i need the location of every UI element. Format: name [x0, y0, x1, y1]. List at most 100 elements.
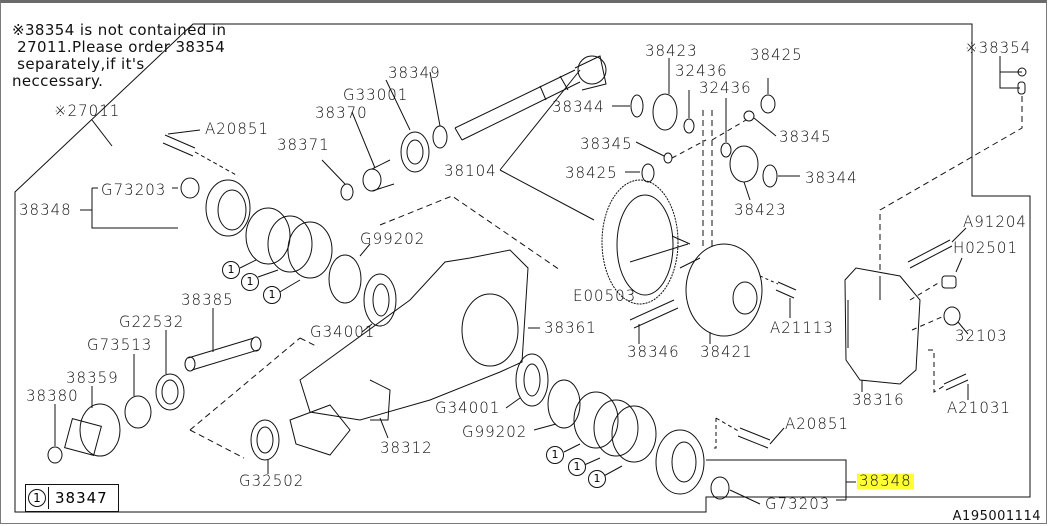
pinion-shaft: [454, 55, 607, 141]
label-g33001[interactable]: G33001: [343, 85, 409, 105]
label-38349[interactable]: 38349: [388, 63, 441, 83]
label-g73203-top[interactable]: G73203: [101, 180, 167, 200]
label-38370[interactable]: 38370: [315, 103, 368, 123]
label-38316[interactable]: 38316: [852, 390, 905, 410]
label-38385[interactable]: 38385: [181, 290, 234, 310]
part-a21113-bolt: [775, 281, 797, 299]
part-38371: [340, 183, 354, 201]
assembly-27011-outline: [14, 23, 1031, 513]
label-g32502[interactable]: G32502: [239, 471, 305, 491]
part-32436-b: [720, 142, 732, 158]
part-38423-gear-a: [652, 93, 678, 131]
part-g34001-top: [363, 273, 397, 327]
label-38312[interactable]: 38312: [380, 438, 433, 458]
callout-1: 1: [222, 261, 240, 279]
part-38359-flange: [79, 403, 121, 457]
label-38423-bottom[interactable]: 38423: [734, 200, 787, 220]
label-38344-left[interactable]: 38344: [552, 97, 605, 117]
part-38421-differential: [685, 243, 763, 337]
part-38346-shaft: [629, 299, 679, 329]
part-38385-tube: [187, 337, 259, 371]
label-38361[interactable]: 38361: [544, 318, 597, 338]
callout-1: 1: [263, 286, 281, 304]
part-32436-a: [683, 118, 695, 134]
leader-38348-left: [80, 187, 178, 229]
part-g32502: [250, 419, 280, 461]
part-38425-a: [760, 94, 776, 114]
part-g73203-right: [710, 476, 730, 500]
label-g22532[interactable]: G22532: [119, 312, 185, 332]
diagram-reference-code: A195001114: [952, 509, 1041, 524]
part-38344-a: [630, 94, 644, 118]
label-g34001-top[interactable]: G34001: [310, 322, 376, 342]
label-38345-right[interactable]: 38345: [779, 127, 832, 147]
label-38344-right[interactable]: 38344: [805, 168, 858, 188]
label-38359[interactable]: 38359: [66, 368, 119, 388]
label-g99202-bottom[interactable]: G99202: [462, 422, 528, 442]
label-g73203-bottom[interactable]: G73203: [765, 494, 831, 514]
label-a21113[interactable]: A21113: [770, 318, 834, 338]
label-g73513[interactable]: G73513: [87, 335, 153, 355]
part-38345-a: [663, 152, 673, 164]
gasket-1b: [267, 215, 313, 273]
label-g34001-bottom[interactable]: G34001: [435, 398, 501, 418]
label-32103[interactable]: 32103: [955, 326, 1008, 346]
part-38349: [432, 125, 448, 149]
part-g73203-left: [180, 177, 200, 199]
label-a91204[interactable]: A91204: [963, 212, 1027, 232]
leader-38104: [499, 69, 595, 221]
part-a91204-stud: [907, 239, 953, 269]
part-g22532: [155, 373, 185, 411]
callout-1: 1: [588, 470, 606, 488]
part-38370: [362, 168, 382, 192]
part-32103-plug: [943, 306, 961, 326]
part-38344-b: [762, 164, 778, 188]
label-38348-left[interactable]: 38348: [19, 200, 72, 220]
legend-part-number[interactable]: 38347: [55, 489, 108, 507]
label-38425-top[interactable]: 38425: [750, 45, 803, 65]
ordering-note: ※38354 is not contained in 27011.Please …: [12, 21, 227, 90]
part-38348-cover-left: [205, 179, 251, 237]
label-32436-b[interactable]: 32436: [699, 78, 752, 98]
label-38380[interactable]: 38380: [26, 386, 79, 406]
label-38371[interactable]: 38371: [277, 135, 330, 155]
part-a20851-bottom: [737, 427, 785, 449]
label-h02501[interactable]: H02501: [953, 238, 1018, 258]
label-38354[interactable]: ※38354: [965, 38, 1032, 58]
part-g33001: [400, 131, 430, 173]
part-e00503-pin: [671, 235, 691, 245]
part-38345-b: [743, 110, 755, 122]
leader-38354: [999, 56, 1022, 89]
part-g99202-bottom: [547, 379, 581, 429]
legend-symbol-cell: 1: [26, 487, 49, 509]
part-g99202-top: [328, 254, 362, 304]
label-27011[interactable]: ※27011: [54, 101, 121, 121]
label-38423-top[interactable]: 38423: [645, 41, 698, 61]
label-g99202-top[interactable]: G99202: [360, 229, 426, 249]
label-38345-left[interactable]: 38345: [580, 134, 633, 154]
label-38421[interactable]: 38421: [700, 342, 753, 362]
part-g34001-bottom: [515, 353, 549, 407]
gasket-1f: [611, 405, 657, 463]
label-32436-a[interactable]: 32436: [675, 61, 728, 81]
part-h02501-plug: [941, 275, 957, 289]
label-a20851-top[interactable]: A20851: [205, 119, 269, 139]
label-38425-left[interactable]: 38425: [565, 163, 618, 183]
ring-gear: [601, 179, 679, 305]
callout-1: 1: [546, 446, 564, 464]
label-a21031[interactable]: A21031: [947, 398, 1011, 418]
legend-symbol: 1: [28, 489, 46, 507]
part-g73513: [124, 395, 152, 429]
label-e00503[interactable]: E00503: [573, 286, 637, 306]
gasket-1c: [287, 221, 333, 279]
label-38346[interactable]: 38346: [627, 342, 680, 362]
label-38104[interactable]: 38104: [444, 161, 497, 181]
gasket-1d: [573, 391, 619, 449]
part-38348-cover-right: [655, 429, 705, 495]
part-38380-nut: [47, 446, 63, 464]
label-38348-right-highlighted[interactable]: 38348: [857, 471, 914, 491]
part-38423-gear-b: [729, 145, 759, 183]
label-a20851-bottom[interactable]: A20851: [785, 414, 849, 434]
